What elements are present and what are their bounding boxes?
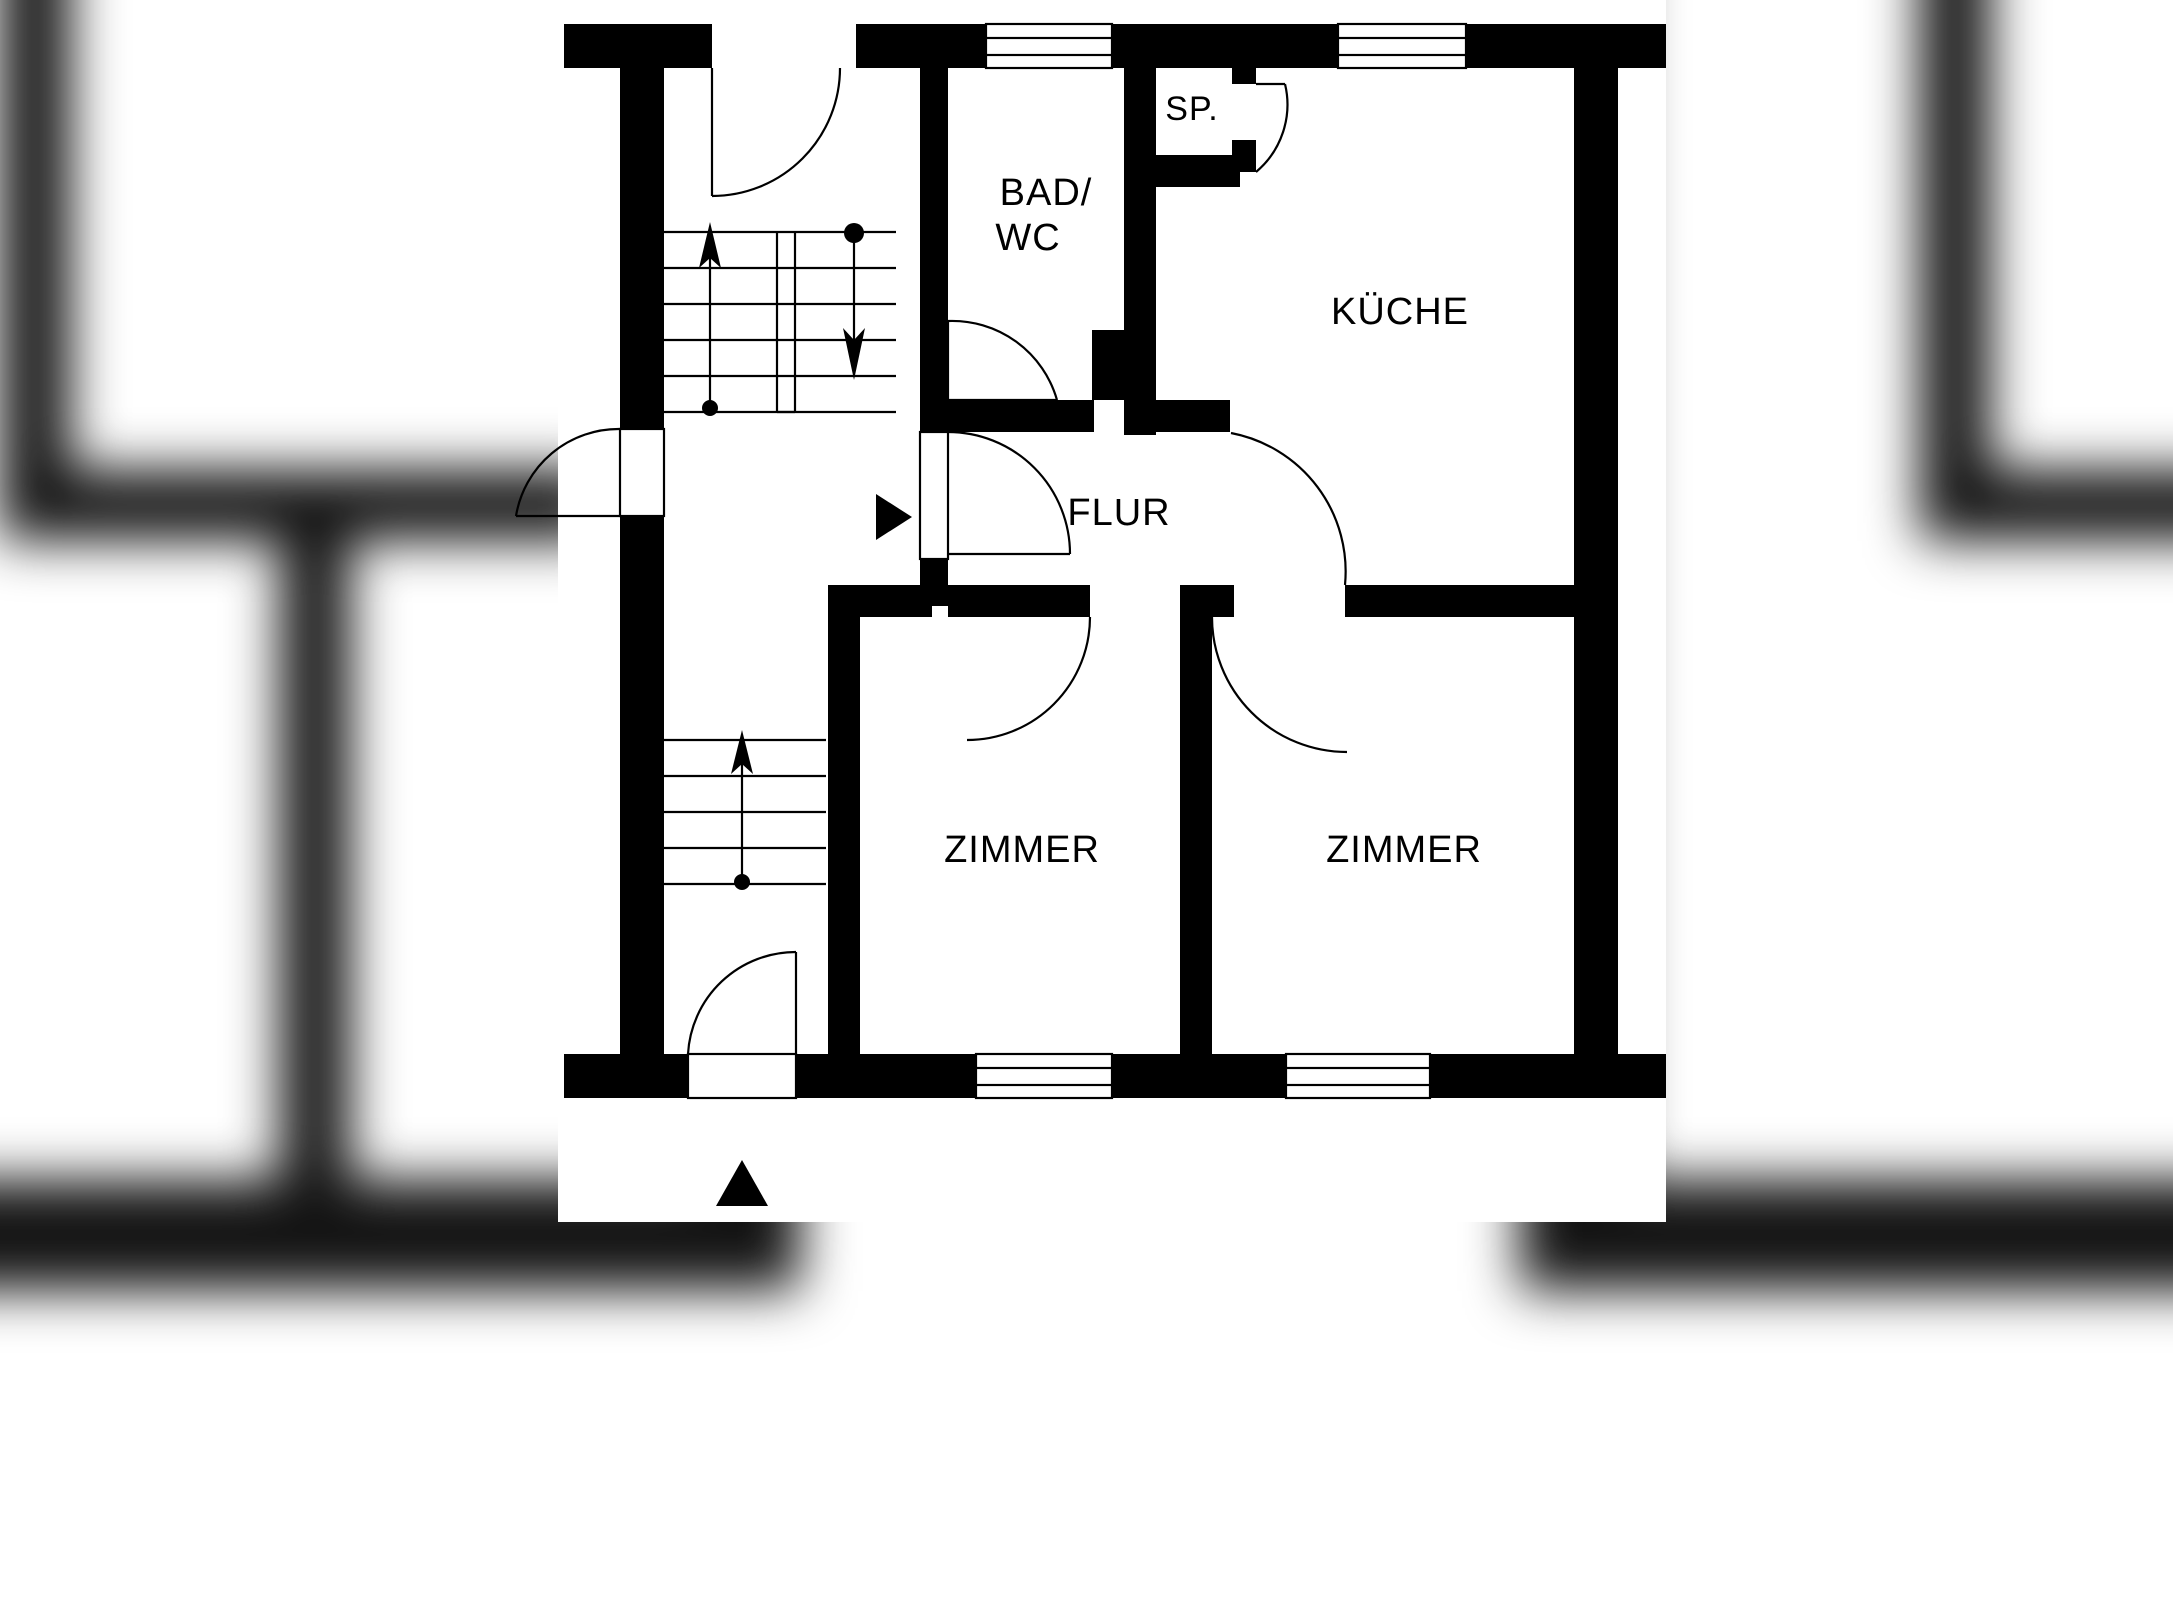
room-label-zimmer-right: ZIMMER [1326,829,1482,871]
door-sp [1255,82,1289,173]
wall-zimmer-left-side [828,585,860,1098]
interior-walls [828,24,1618,1098]
wall-kitchen-bottom [1345,585,1618,617]
window-bottom-left [974,1052,1114,1100]
door-zimmer-left [966,616,1092,742]
stair-up-arrow-icon-lower [731,730,753,890]
wall-sp-jamb-bottom [1232,140,1256,172]
wall-bottom-b [796,1054,976,1098]
opening-top-entry [712,24,856,68]
main-floor-plan: BAD/ WC SP. KÜCHE FLUR ZIMMER ZIMMER [514,22,1666,1206]
wall-hall-bad-vertical [920,24,948,318]
wall-zimmer-left-top-b [948,585,1090,617]
wall-sp-jamb-top [1232,40,1256,84]
door-entry-bottom [686,950,798,1100]
wall-flur-top-left [948,400,1094,432]
door-kueche [1230,431,1347,586]
wall-bottom-left-stub [564,1054,620,1098]
exterior-walls [564,24,1666,1098]
wall-bad-jamb [1092,330,1124,400]
room-label-bad-wc-line2: WC [995,217,1060,259]
room-label-zimmer-left: ZIMMER [944,829,1100,871]
staircase-lower [664,730,826,890]
door-bad-wc [946,319,1059,402]
entrance-marker-triangle-up [716,1160,768,1206]
door-zimmer-right [1210,616,1348,754]
staircase-upper [664,222,896,416]
wall-left-lower [620,516,664,1098]
wall-right [1574,24,1618,1098]
room-labels: BAD/ WC SP. KÜCHE FLUR ZIMMER ZIMMER [944,90,1482,871]
wall-kitchen-left [1124,155,1156,435]
wall-bottom-right-stub [1618,1054,1666,1098]
wall-zimmer-divider [1180,585,1212,1098]
floor-plan-canvas: BAD/ WC SP. KÜCHE FLUR ZIMMER ZIMMER [0,0,2173,1290]
windows [974,22,1468,1100]
door-flur-left [918,430,1072,561]
window-top-right [1336,22,1468,70]
window-bottom-right [1284,1052,1432,1100]
wall-top-right-stub [1618,24,1666,68]
direction-marker-triangle-right [876,494,912,540]
room-label-sp: SP. [1165,90,1218,128]
wall-top-left-stub [564,24,620,68]
stair-down-arrow-icon [843,223,865,380]
room-label-flur: FLUR [1067,492,1170,534]
door-entry-left [514,427,666,518]
room-label-bad-wc-line1: BAD/ [1000,172,1093,214]
wall-left-upper [620,24,664,429]
window-top-left [984,22,1114,70]
door-hall-top [710,67,842,198]
door-swings [514,67,1348,1100]
wall-bottom-d [1430,1054,1618,1098]
stair-up-arrow-icon [699,222,721,416]
room-label-kueche: KÜCHE [1331,291,1469,333]
markers [716,494,912,1206]
wall-sp-left [1124,24,1156,158]
